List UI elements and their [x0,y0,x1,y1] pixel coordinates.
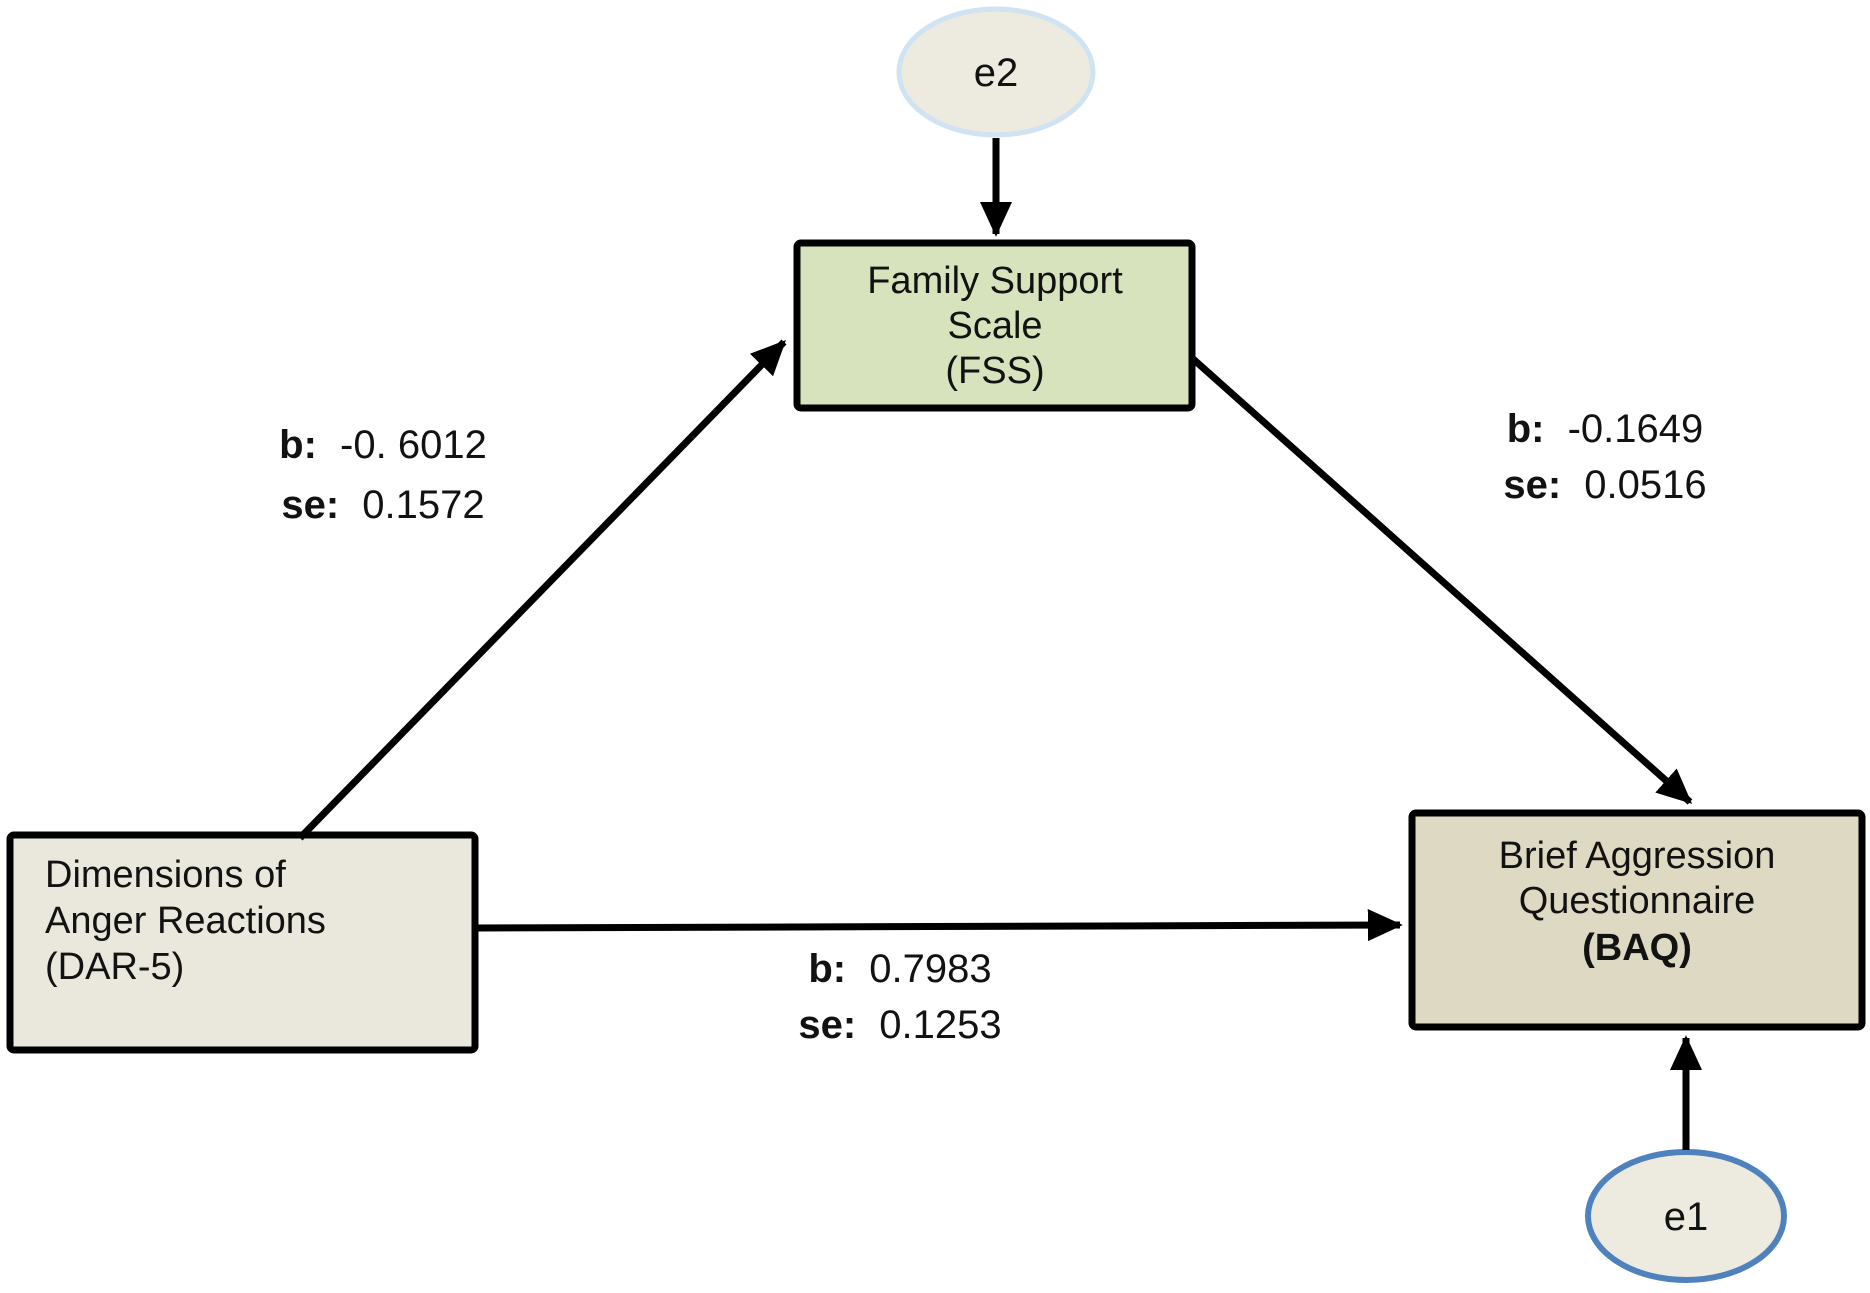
b-value: 0.7983 [869,947,991,991]
e2-error-ellipse [896,6,1096,138]
b-key: b: [1507,407,1545,451]
fss-baq-b-coefficient: b: -0.1649 [1507,407,1704,451]
fss-box [793,239,1196,412]
se-key: se: [281,483,339,527]
se-value: 0.0516 [1584,463,1706,507]
dar-label-line3: (DAR-5) [45,946,184,988]
dar-baq-b-coefficient: b: 0.7983 [808,947,991,991]
b-value: -0.1649 [1568,407,1704,451]
e1-error-ellipse [1585,1149,1787,1283]
fss-to-baq-arrow [1189,355,1693,805]
dar-fss-se-coefficient: se: 0.1572 [281,483,484,527]
dar-label-line2: Anger Reactions [45,900,326,942]
baq-label-line3: (BAQ) [1582,927,1692,969]
dar-box [6,831,479,1054]
dar-fss-b-coefficient: b: -0. 6012 [279,423,487,467]
fss-label-line1: Family Support [867,260,1123,302]
fss-baq-se-coefficient: se: 0.0516 [1503,463,1706,507]
se-key: se: [1503,463,1561,507]
baq-label-line2: Questionnaire [1519,880,1756,922]
fss-label-line2: Scale [947,305,1042,347]
b-key: b: [279,423,317,467]
b-value: -0. 6012 [340,423,487,467]
se-key: se: [798,1003,856,1047]
dar-baq-se-coefficient: se: 0.1253 [798,1003,1001,1047]
e2-label: e2 [974,51,1019,95]
se-value: 0.1572 [362,483,484,527]
baq-box [1408,809,1866,1031]
se-value: 0.1253 [879,1003,1001,1047]
baq-label-line1: Brief Aggression [1499,835,1776,877]
e1-label: e1 [1664,1195,1709,1239]
dar-to-baq-arrow [474,909,1403,942]
dar-to-fss-arrow [297,339,787,841]
fss-label-line3: (FSS) [945,350,1044,392]
b-key: b: [808,947,846,991]
dar-label-line1: Dimensions of [45,854,286,896]
